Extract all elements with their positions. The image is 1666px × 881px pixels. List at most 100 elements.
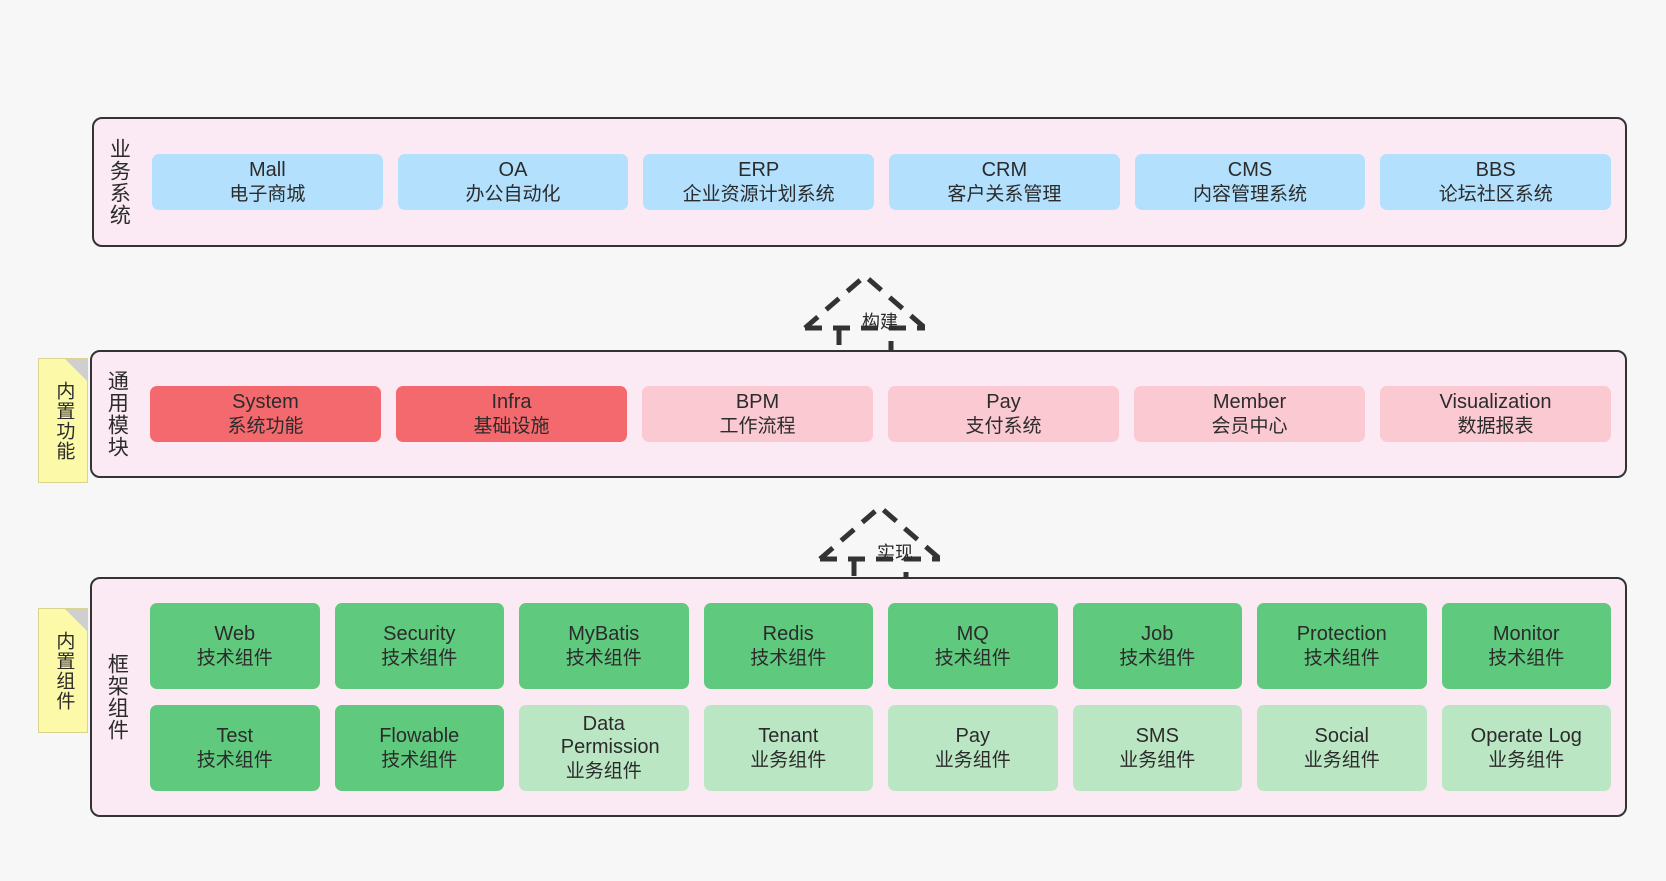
module-item-infra[interactable]: Infra 基础设施: [396, 385, 627, 443]
item-en-label: Pay: [986, 390, 1021, 413]
business-item-bbs[interactable]: BBS 论坛社区系统: [1380, 153, 1612, 211]
item-cn-label: 工作流程: [719, 415, 796, 437]
item-cn-label: 客户关系管理: [947, 183, 1062, 205]
business-item-crm[interactable]: CRM 客户关系管理: [889, 153, 1120, 211]
item-en-label: Mall: [249, 158, 286, 181]
item-en-label: Test: [216, 724, 254, 747]
item-en-label: Visualization: [1439, 390, 1552, 413]
item-cn-label: 技术组件: [934, 647, 1011, 669]
framework-tech-row: Web 技术组件 Security 技术组件 MyBatis 技术组件 Redi…: [150, 603, 1611, 689]
item-en-label: SMS: [1135, 724, 1179, 747]
item-cn-label: 业务组件: [1303, 749, 1380, 771]
item-cn-label: 业务组件: [750, 749, 827, 771]
framework-item-redis[interactable]: Redis 技术组件: [703, 603, 873, 689]
framework-item-operate-log[interactable]: Operate Log 业务组件: [1441, 705, 1611, 791]
layer-body-framework: Web 技术组件 Security 技术组件 MyBatis 技术组件 Redi…: [136, 579, 1625, 815]
module-row: System 系统功能 Infra 基础设施 BPM 工作流程 Pay 支付系统…: [150, 385, 1611, 443]
business-item-cms[interactable]: CMS 内容管理系统: [1134, 153, 1366, 211]
framework-item-web[interactable]: Web 技术组件: [150, 603, 320, 689]
item-en-label: Pay: [955, 724, 990, 747]
item-cn-label: 技术组件: [381, 749, 458, 771]
layer-framework-component: 框架组件 Web 技术组件 Security 技术组件 MyBatis 技术组件…: [90, 577, 1627, 817]
generalization-arrow-icon: [803, 272, 927, 362]
item-cn-label: 企业资源计划系统: [682, 183, 835, 205]
framework-item-sms[interactable]: SMS 业务组件: [1072, 705, 1242, 791]
note-builtin-function: 内置功能: [38, 358, 88, 483]
business-item-mall[interactable]: Mall 电子商城: [152, 153, 383, 211]
item-en-label: ERP: [738, 158, 780, 181]
framework-item-mybatis[interactable]: MyBatis 技术组件: [519, 603, 689, 689]
framework-item-security[interactable]: Security 技术组件: [334, 603, 504, 689]
item-en-label: Security: [383, 622, 456, 645]
module-item-system[interactable]: System 系统功能: [150, 385, 381, 443]
item-en-label: Data Permission: [560, 712, 660, 759]
framework-item-monitor[interactable]: Monitor 技术组件: [1441, 603, 1611, 689]
item-cn-label: 技术组件: [565, 647, 642, 669]
item-en-label: BPM: [735, 390, 780, 413]
framework-business-row: Test 技术组件 Flowable 技术组件 Data Permission …: [150, 705, 1611, 791]
note-label: 内置功能: [53, 380, 75, 461]
connector-build: 构建: [795, 262, 965, 362]
item-cn-label: 技术组件: [381, 647, 458, 669]
item-en-label: CRM: [981, 158, 1028, 181]
framework-item-pay[interactable]: Pay 业务组件: [888, 705, 1058, 791]
module-item-pay[interactable]: Pay 支付系统: [888, 385, 1119, 443]
item-en-label: Web: [214, 622, 256, 645]
item-cn-label: 办公自动化: [465, 183, 561, 205]
item-cn-label: 技术组件: [196, 647, 273, 669]
framework-item-test[interactable]: Test 技术组件: [150, 705, 320, 791]
note-label: 内置组件: [53, 630, 75, 711]
module-item-visualization[interactable]: Visualization 数据报表: [1380, 385, 1611, 443]
layer-body-module: System 系统功能 Infra 基础设施 BPM 工作流程 Pay 支付系统…: [136, 352, 1625, 476]
framework-item-tenant[interactable]: Tenant 业务组件: [703, 705, 873, 791]
item-en-label: BBS: [1475, 158, 1516, 181]
item-cn-label: 数据报表: [1457, 415, 1534, 437]
item-en-label: System: [232, 390, 299, 413]
item-cn-label: 技术组件: [750, 647, 827, 669]
item-cn-label: 支付系统: [965, 415, 1042, 437]
layer-title-business: 业务系统: [107, 138, 131, 226]
item-en-label: Social: [1314, 724, 1369, 747]
layer-common-module: 通用模块 System 系统功能 Infra 基础设施 BPM 工作流程 Pay…: [90, 350, 1627, 478]
item-cn-label: 业务组件: [1488, 749, 1565, 771]
module-item-bpm[interactable]: BPM 工作流程: [642, 385, 873, 443]
note-fold-icon: [65, 359, 87, 381]
item-en-label: CMS: [1227, 158, 1273, 181]
framework-item-mq[interactable]: MQ 技术组件: [888, 603, 1058, 689]
layer-business-system: 业务系统 Mall 电子商城 OA 办公自动化 ERP 企业资源计划系统 CRM…: [92, 117, 1627, 247]
item-cn-label: 业务组件: [934, 749, 1011, 771]
item-en-label: Tenant: [758, 724, 819, 747]
item-cn-label: 论坛社区系统: [1438, 183, 1553, 205]
framework-item-job[interactable]: Job 技术组件: [1072, 603, 1242, 689]
framework-item-data-permission[interactable]: Data Permission 业务组件: [519, 705, 689, 791]
note-fold-icon: [65, 609, 87, 631]
item-cn-label: 技术组件: [1488, 647, 1565, 669]
item-cn-label: 会员中心: [1211, 415, 1288, 437]
item-en-label: Job: [1141, 622, 1174, 645]
item-en-label: MQ: [956, 622, 989, 645]
note-builtin-component: 内置组件: [38, 608, 88, 733]
module-item-member[interactable]: Member 会员中心: [1134, 385, 1365, 443]
item-en-label: Protection: [1296, 622, 1387, 645]
business-row: Mall 电子商城 OA 办公自动化 ERP 企业资源计划系统 CRM 客户关系…: [152, 153, 1612, 211]
item-cn-label: 基础设施: [473, 415, 550, 437]
item-en-label: OA: [498, 158, 528, 181]
layer-title-framework: 框架组件: [105, 653, 129, 741]
item-cn-label: 业务组件: [1119, 749, 1196, 771]
business-item-erp[interactable]: ERP 企业资源计划系统: [643, 153, 875, 211]
framework-item-flowable[interactable]: Flowable 技术组件: [334, 705, 504, 791]
item-cn-label: 系统功能: [227, 415, 304, 437]
item-cn-label: 电子商城: [229, 183, 306, 205]
item-cn-label: 内容管理系统: [1193, 183, 1308, 205]
item-en-label: Monitor: [1492, 622, 1560, 645]
item-en-label: Member: [1212, 390, 1287, 413]
item-en-label: Operate Log: [1470, 724, 1582, 747]
layer-body-business: Mall 电子商城 OA 办公自动化 ERP 企业资源计划系统 CRM 客户关系…: [138, 119, 1625, 245]
item-en-label: Infra: [491, 390, 532, 413]
framework-item-social[interactable]: Social 业务组件: [1257, 705, 1427, 791]
business-item-oa[interactable]: OA 办公自动化: [397, 153, 629, 211]
item-cn-label: 技术组件: [196, 749, 273, 771]
item-en-label: Flowable: [379, 724, 460, 747]
framework-item-protection[interactable]: Protection 技术组件: [1257, 603, 1427, 689]
